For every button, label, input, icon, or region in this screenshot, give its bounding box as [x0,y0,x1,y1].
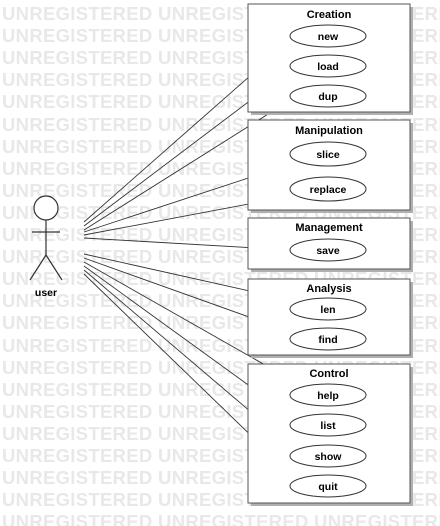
package-control[interactable]: Control help list show quit [247,363,413,506]
use-case-label-quit: quit [318,481,338,493]
use-case-label-find: find [318,334,337,346]
use-case-dup[interactable]: dup [289,84,367,108]
watermark-line: UNREGISTERED UNREGISTERED UNREGISTERED U… [2,511,440,526]
use-case-list[interactable]: list [289,413,367,437]
package-title-analysis: Analysis [306,283,351,295]
use-case-label-replace: replace [310,184,347,196]
use-case-quit[interactable]: quit [289,474,367,498]
use-case-label-len: len [320,304,335,316]
package-title-manipulation: Manipulation [295,125,363,137]
use-case-save[interactable]: save [289,238,367,262]
use-case-label-list: list [320,420,336,432]
package-title-control: Control [309,368,348,380]
package-manipulation[interactable]: Manipulation slice replace [247,119,413,213]
use-case-label-dup: dup [318,91,337,103]
actor-head [33,195,59,221]
use-case-label-help: help [317,390,339,402]
package-title-creation: Creation [307,9,352,21]
actor-left-leg [29,254,47,281]
package-analysis[interactable]: Analysis len find [247,278,413,358]
use-case-label-show: show [315,451,343,463]
use-case-replace[interactable]: replace [289,176,367,202]
use-case-find[interactable]: find [289,327,367,351]
package-management[interactable]: Management save [247,217,413,272]
actor-user[interactable]: user [29,195,63,299]
use-case-len[interactable]: len [289,297,367,321]
actor-label: user [35,287,57,299]
use-case-show[interactable]: show [289,444,367,468]
use-case-label-load: load [317,61,339,73]
package-title-management: Management [295,222,363,234]
use-case-new[interactable]: new [289,24,367,48]
use-case-slice[interactable]: slice [289,141,367,167]
package-creation[interactable]: Creation new load dup [247,3,413,115]
use-case-label-new: new [318,31,339,43]
use-case-label-slice: slice [316,149,340,161]
actor-right-leg [45,254,63,281]
use-case-help[interactable]: help [289,383,367,407]
use-case-label-save: save [316,245,340,257]
use-case-load[interactable]: load [289,54,367,78]
